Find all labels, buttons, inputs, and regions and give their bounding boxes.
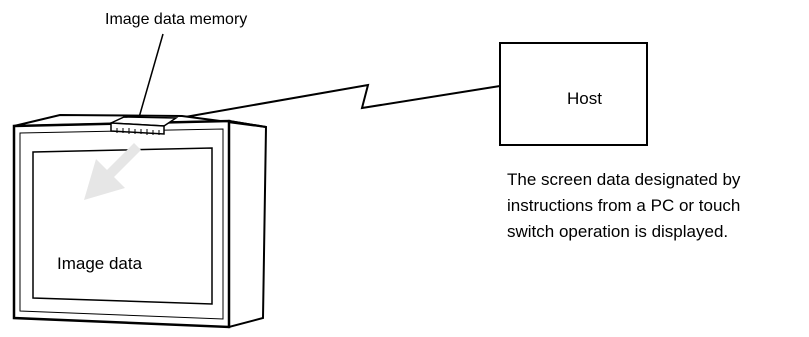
image-data-label: Image data	[57, 254, 143, 273]
host-box	[499, 42, 648, 146]
description: The screen data designated by instructio…	[507, 170, 741, 241]
memory-card-front	[110, 122, 165, 135]
memory-leader-line	[137, 33, 164, 122]
communication-link	[167, 83, 501, 121]
display-side-panel	[228, 119, 268, 329]
memory-card	[110, 116, 179, 135]
host-label: Host	[567, 89, 602, 108]
display-screen	[32, 147, 213, 305]
display-unit	[12, 113, 268, 329]
transfer-arrow	[84, 136, 141, 200]
description-line-1: The screen data designated by	[507, 170, 741, 189]
description-line-2: instructions from a PC or touch	[507, 196, 740, 215]
memory-label: Image data memory	[105, 11, 247, 28]
description-line-3: switch operation is displayed.	[507, 222, 728, 241]
